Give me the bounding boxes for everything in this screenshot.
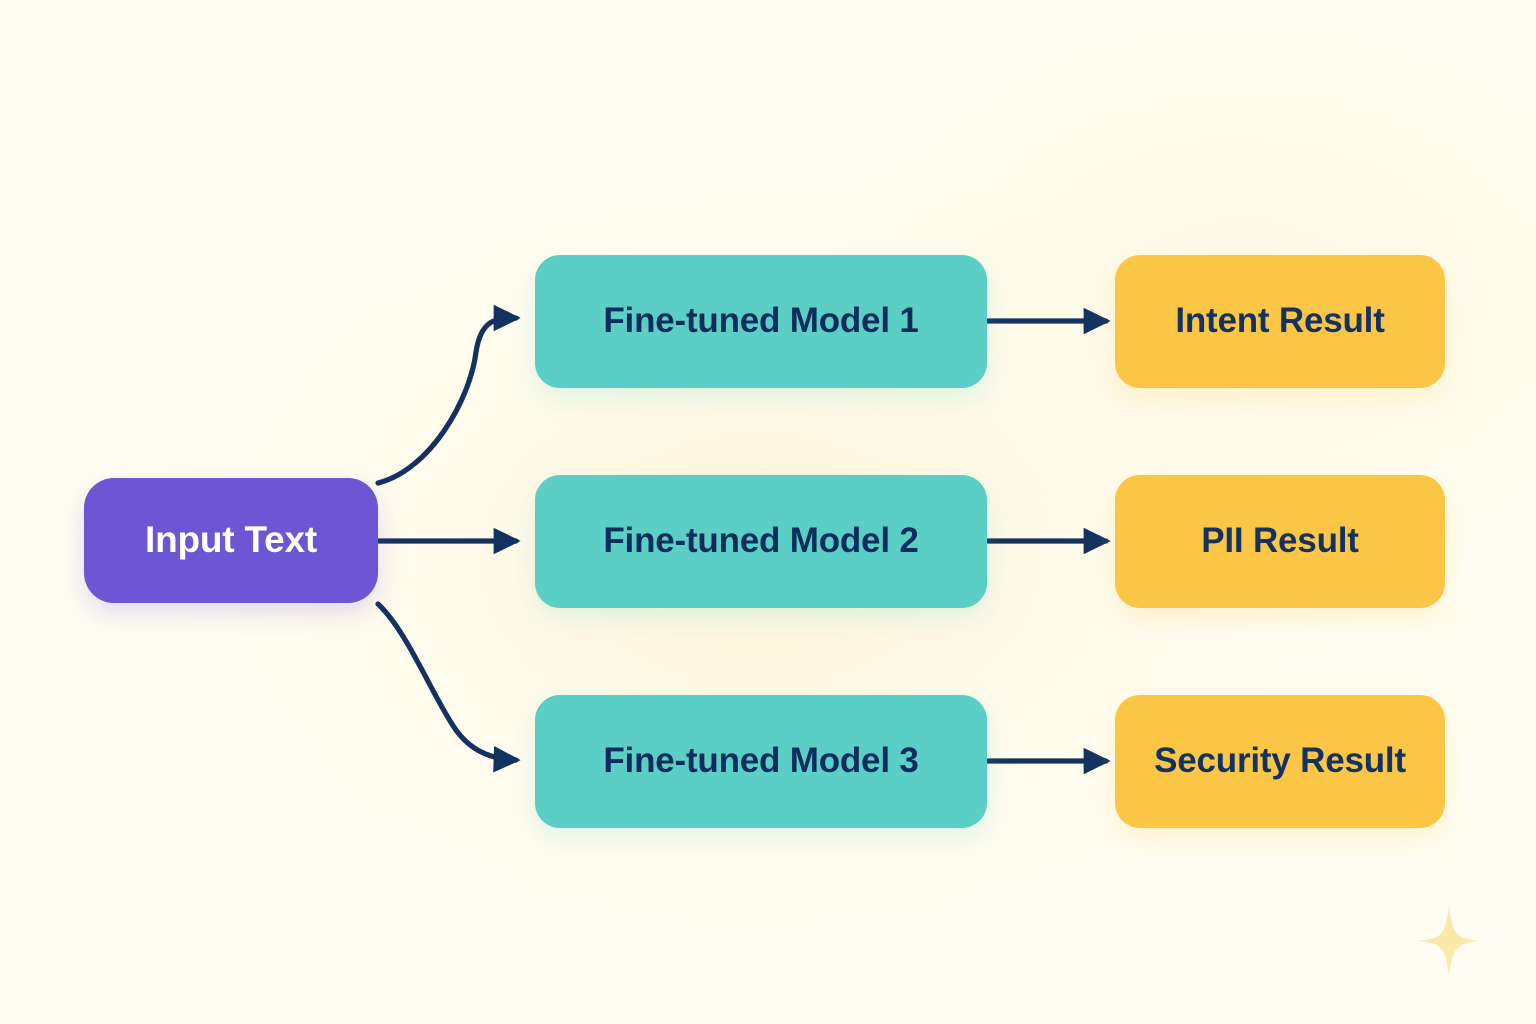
node-intent-result-label: Intent Result bbox=[1175, 301, 1385, 341]
connector-input-to-model-3 bbox=[375, 601, 521, 773]
node-input-text-label: Input Text bbox=[144, 519, 318, 561]
node-security-result-label: Security Result bbox=[1154, 741, 1406, 781]
node-fine-tuned-model-3[interactable]: Fine-tuned Model 3 bbox=[535, 695, 987, 828]
node-pii-result-label: PII Result bbox=[1201, 521, 1359, 561]
node-fine-tuned-model-2-label: Fine-tuned Model 2 bbox=[603, 521, 919, 561]
node-fine-tuned-model-3-label: Fine-tuned Model 3 bbox=[603, 741, 919, 781]
node-security-result[interactable]: Security Result bbox=[1115, 695, 1445, 828]
node-pii-result[interactable]: PII Result bbox=[1115, 475, 1445, 608]
node-fine-tuned-model-1-label: Fine-tuned Model 1 bbox=[603, 301, 919, 341]
node-input-text[interactable]: Input Text bbox=[84, 478, 378, 603]
node-fine-tuned-model-2[interactable]: Fine-tuned Model 2 bbox=[535, 475, 987, 608]
connector-input-to-model-1 bbox=[375, 304, 521, 486]
node-intent-result[interactable]: Intent Result bbox=[1115, 255, 1445, 388]
node-fine-tuned-model-1[interactable]: Fine-tuned Model 1 bbox=[535, 255, 987, 388]
sparkle-icon bbox=[1413, 905, 1485, 977]
